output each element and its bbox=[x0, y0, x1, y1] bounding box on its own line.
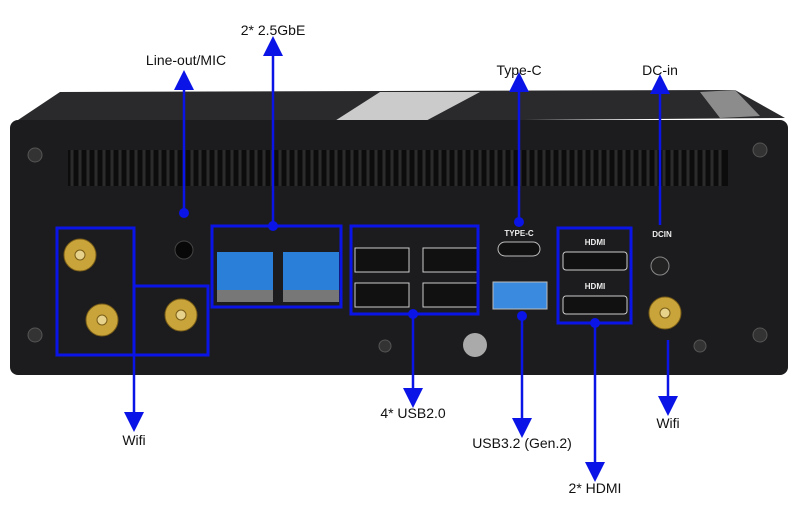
usb2-ports bbox=[354, 247, 478, 308]
chassis-reflection bbox=[330, 92, 480, 124]
hdmi2-port-label: HDMI bbox=[584, 282, 606, 291]
dcin-callout: DC-in bbox=[642, 62, 678, 78]
typec-callout: Type-C bbox=[496, 62, 542, 78]
hdmi-ports bbox=[562, 251, 628, 315]
hdmi-callout: 2* HDMI bbox=[568, 480, 622, 496]
callout-arrows bbox=[124, 36, 678, 482]
typec-port bbox=[497, 241, 541, 257]
dcin-port-label: DCIN bbox=[652, 230, 672, 239]
wifi-left-callout: Wifi bbox=[122, 432, 146, 448]
audio-jack bbox=[174, 240, 194, 260]
typec-port-label: TYPE-C bbox=[504, 229, 534, 238]
screws bbox=[27, 142, 768, 353]
usb3-callout: USB3.2 (Gen.2) bbox=[472, 435, 572, 451]
audio-callout: Line-out/MIC bbox=[145, 52, 227, 68]
ground-screw bbox=[463, 333, 487, 357]
wifi-antenna-connectors bbox=[63, 238, 682, 337]
dc-jack bbox=[650, 256, 670, 276]
usb3-port bbox=[492, 281, 548, 310]
lan-ports bbox=[217, 252, 339, 302]
hdmi1-port-label: HDMI bbox=[584, 238, 606, 247]
lan-callout: 2* 2.5GbE bbox=[240, 22, 306, 38]
usb2-callout: 4* USB2.0 bbox=[380, 405, 446, 421]
wifi-right-callout: Wifi bbox=[656, 415, 680, 431]
vent-grille bbox=[68, 150, 728, 186]
